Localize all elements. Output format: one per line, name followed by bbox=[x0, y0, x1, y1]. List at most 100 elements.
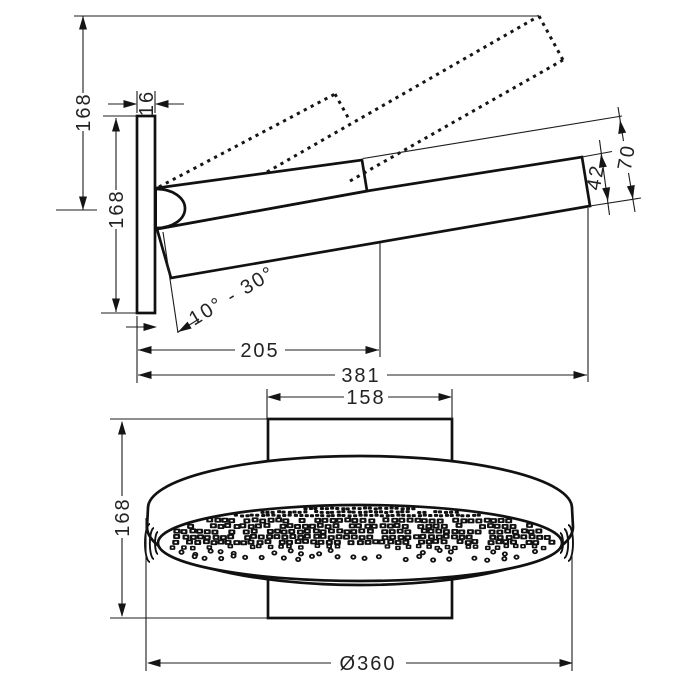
drawing-line bbox=[449, 510, 454, 514]
drawing-line bbox=[219, 525, 223, 528]
drawing-line bbox=[226, 524, 229, 527]
drawing-line bbox=[505, 545, 508, 547]
drawing-line bbox=[143, 323, 157, 331]
drawing-line bbox=[273, 551, 276, 554]
drawing-line bbox=[445, 535, 448, 538]
arrowheads-bottom bbox=[118, 393, 573, 667]
drawing-line bbox=[334, 524, 338, 527]
drawing-line bbox=[449, 550, 452, 553]
drawing-line bbox=[216, 519, 220, 521]
drawing-line bbox=[299, 531, 302, 533]
drawing-line bbox=[260, 536, 263, 538]
drawing-line bbox=[395, 510, 400, 514]
drawing-line bbox=[373, 525, 376, 528]
drawing-line bbox=[434, 525, 438, 527]
drawing-line bbox=[148, 527, 155, 560]
drawing-line bbox=[281, 510, 286, 514]
drawing-line bbox=[537, 15, 565, 61]
drawing-line bbox=[352, 530, 355, 533]
drawing-line bbox=[336, 545, 339, 548]
drawing-line bbox=[433, 510, 438, 514]
drawing-line bbox=[212, 524, 215, 527]
drawing-line bbox=[398, 530, 402, 532]
drawing-line bbox=[193, 555, 196, 558]
drawing-line bbox=[379, 514, 384, 518]
drawing-line bbox=[474, 545, 477, 548]
drawing-line bbox=[353, 519, 356, 522]
drawing-line bbox=[162, 231, 179, 334]
drawing-line bbox=[486, 519, 489, 522]
drawing-line bbox=[489, 524, 492, 527]
drawing-line bbox=[507, 519, 510, 522]
drawing-line bbox=[304, 540, 307, 543]
drawing-line bbox=[249, 513, 254, 517]
drawing-line bbox=[618, 120, 627, 134]
drawing-line bbox=[417, 510, 422, 514]
drawing-line bbox=[512, 541, 515, 543]
drawing-line bbox=[357, 507, 362, 511]
drawing-line bbox=[423, 519, 426, 522]
drawing-line bbox=[174, 541, 177, 544]
drawing-line bbox=[467, 545, 470, 548]
drawing-line bbox=[196, 541, 199, 544]
drawing-line bbox=[428, 514, 433, 518]
drawing-line bbox=[359, 541, 362, 544]
extension-lines-bottom bbox=[110, 389, 573, 671]
side-view: 168 168 16 205 381 42 70 10° - 30° bbox=[56, 14, 642, 387]
drawing-line bbox=[411, 514, 416, 518]
drawing-line bbox=[366, 525, 370, 528]
drawing-line bbox=[533, 545, 536, 547]
drawing-line bbox=[404, 558, 407, 561]
drawing-line bbox=[469, 530, 472, 533]
drawing-line bbox=[257, 545, 260, 547]
drawing-line bbox=[219, 541, 223, 543]
drawing-line bbox=[291, 535, 295, 538]
drawing-line bbox=[446, 546, 449, 548]
drawing-line bbox=[346, 519, 349, 521]
drawing-line bbox=[253, 519, 257, 521]
drawing-line bbox=[360, 530, 363, 532]
drawing-line bbox=[438, 393, 452, 401]
drawing-line bbox=[515, 535, 518, 538]
drawing-line bbox=[363, 513, 368, 517]
drawing-line bbox=[460, 531, 463, 533]
drawing-line bbox=[389, 506, 394, 510]
drawing-line bbox=[252, 530, 256, 532]
drawing-line bbox=[297, 558, 300, 561]
drawing-line bbox=[296, 540, 300, 543]
drawing-line bbox=[325, 510, 330, 514]
drawing-line bbox=[230, 531, 234, 533]
drawing-line bbox=[491, 536, 494, 539]
drawing-line bbox=[260, 510, 265, 514]
drawing-line bbox=[319, 524, 322, 527]
drawing-line bbox=[429, 530, 433, 532]
drawing-line bbox=[393, 519, 396, 522]
drawing-line bbox=[229, 535, 232, 538]
drawing-line bbox=[581, 150, 613, 158]
dim-plate-thickness-label: 16 bbox=[136, 90, 158, 116]
drawing-line bbox=[455, 513, 460, 517]
drawing-line bbox=[391, 536, 394, 539]
drawing-line bbox=[438, 514, 444, 518]
drawing-line bbox=[522, 545, 524, 547]
drawing-line bbox=[378, 506, 383, 510]
drawing-line bbox=[308, 506, 314, 510]
drawing-line bbox=[352, 556, 355, 559]
wall-plate bbox=[135, 114, 157, 315]
drawing-line bbox=[318, 552, 321, 555]
drawing-line bbox=[367, 506, 372, 510]
drawing-line bbox=[514, 531, 517, 533]
drawing-line bbox=[276, 514, 281, 518]
drawing-line bbox=[380, 541, 383, 543]
drawing-line bbox=[261, 520, 264, 522]
drawing-line bbox=[542, 547, 545, 549]
drawing-line bbox=[504, 540, 507, 543]
drawing-line bbox=[567, 524, 574, 562]
drawing-line bbox=[144, 523, 151, 563]
drawing-line bbox=[467, 541, 470, 544]
drawing-line bbox=[496, 547, 499, 549]
drawing-line bbox=[370, 520, 374, 522]
rotated-position-dashed bbox=[158, 14, 565, 189]
drawing-line bbox=[345, 507, 350, 511]
drawing-line bbox=[321, 531, 325, 533]
